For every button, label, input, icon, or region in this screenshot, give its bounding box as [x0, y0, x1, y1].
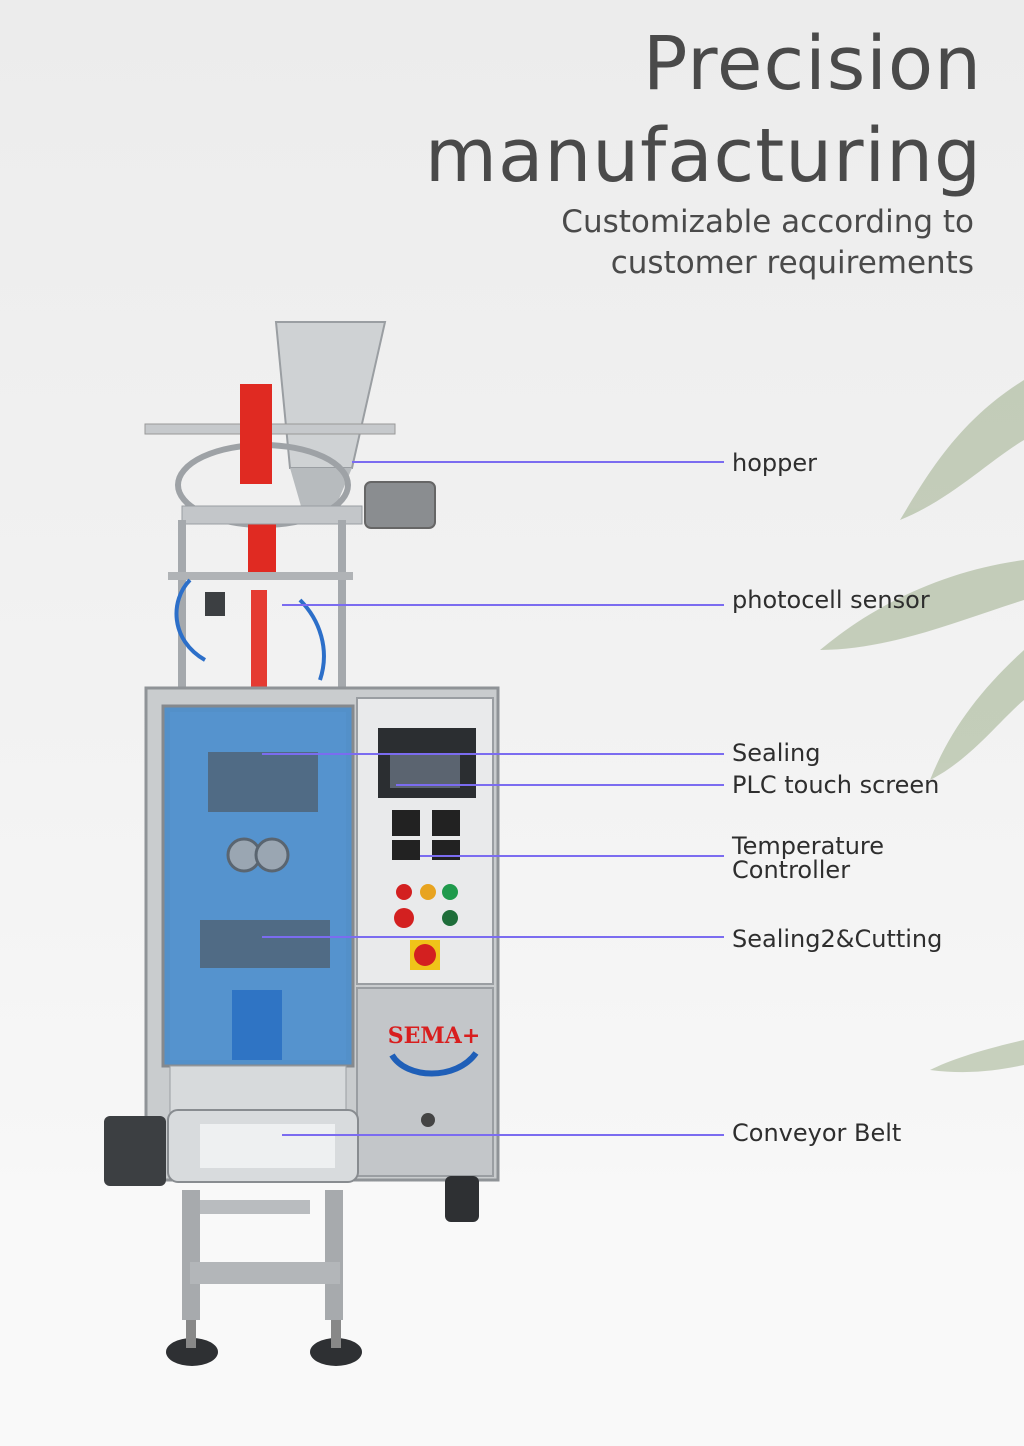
plant-leaf-icon [820, 380, 1024, 1073]
subheading-line-1: Customizable according to [561, 204, 974, 240]
leader-temp [420, 855, 724, 857]
floor [0, 1190, 1024, 1446]
top-motor [364, 481, 436, 529]
page-subheading: Customizable according to customer requi… [561, 202, 974, 284]
leader-photocell [282, 604, 724, 606]
label-sealing2: Sealing2&Cutting [732, 925, 943, 953]
heading-line-1: Precision [642, 21, 982, 107]
brand-swoosh [389, 1051, 479, 1077]
subheading-line-2: customer requirements [610, 245, 974, 281]
stop-button-icon [394, 908, 414, 928]
heading-line-2: manufacturing [424, 113, 982, 199]
brand-text: SEMA+ [387, 1023, 481, 1049]
label-temp-line-2: Controller [732, 856, 851, 884]
temperature-controller-2 [432, 810, 460, 836]
leader-sealing [262, 753, 724, 755]
leader-plc [396, 784, 724, 786]
label-hopper: hopper [732, 449, 817, 477]
label-temp-line-1: Temperature [732, 832, 885, 860]
leader-hopper [352, 461, 724, 463]
label-sealing: Sealing [732, 739, 821, 767]
label-conveyor: Conveyor Belt [732, 1119, 902, 1147]
label-photocell: photocell sensor [732, 586, 930, 614]
brand-logo: SEMA+ [386, 1015, 482, 1087]
leader-sealing2 [262, 936, 724, 938]
label-temperature-controller: Temperature Controller [732, 834, 884, 882]
temperature-controller-1 [392, 810, 420, 836]
conveyor-belt [104, 1109, 362, 1366]
power-switch-icon [414, 944, 436, 966]
leader-conveyor [282, 1134, 724, 1136]
page-heading: Precision manufacturing [425, 18, 982, 202]
main-cabinet [144, 686, 500, 1182]
label-plc: PLC touch screen [732, 771, 940, 799]
